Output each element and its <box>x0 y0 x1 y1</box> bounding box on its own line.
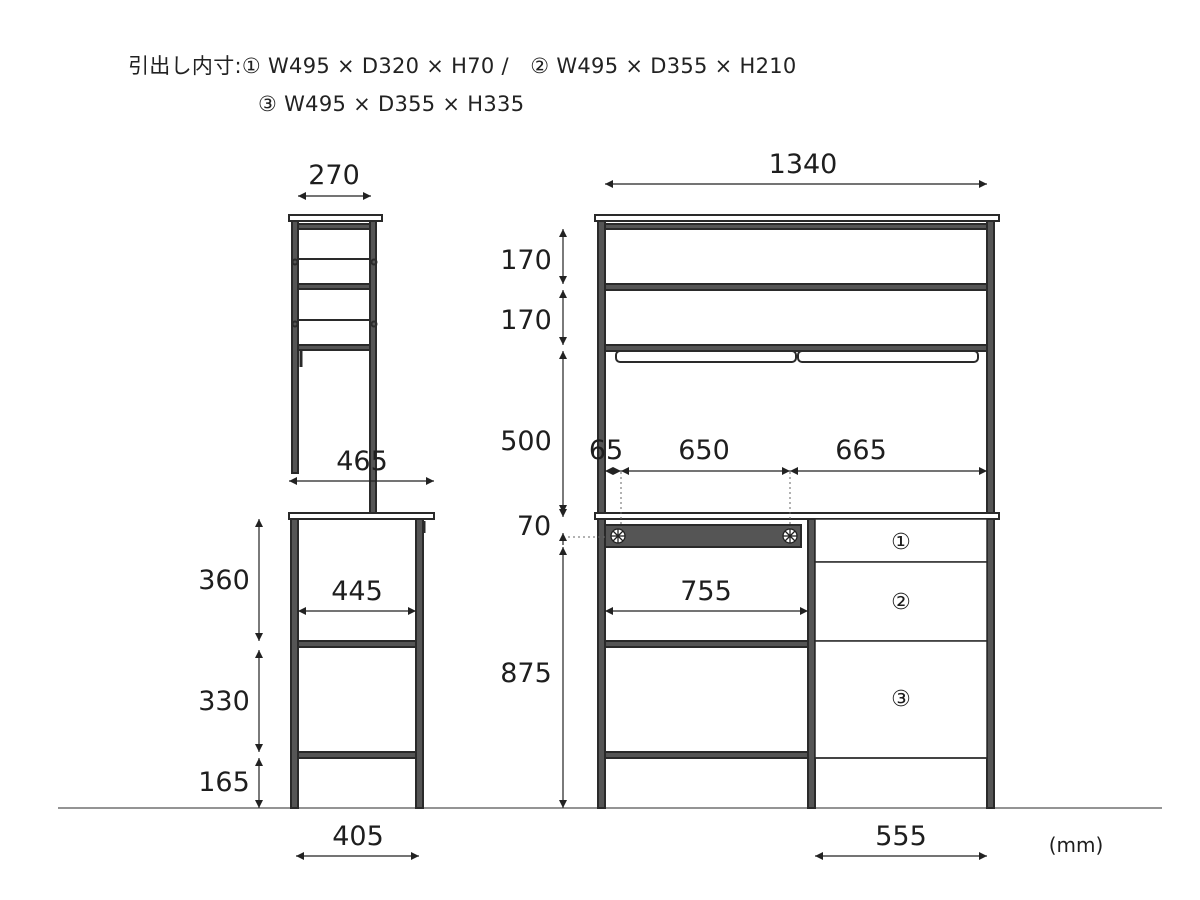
front-view <box>594 214 1000 809</box>
front-height-label: 170 <box>500 305 552 336</box>
bolt-icon <box>370 258 378 266</box>
front-drawer-width-label: 555 <box>875 821 927 852</box>
bolt-icon <box>370 320 378 328</box>
side-rail <box>297 344 371 351</box>
hanging-rail <box>797 350 979 363</box>
drawer-3 <box>814 640 988 759</box>
side-desk-rail <box>297 751 417 759</box>
front-top-board <box>594 214 1000 222</box>
leader-lines <box>563 472 791 538</box>
side-desk-post-back <box>415 518 424 809</box>
front-desk-rail <box>604 751 809 759</box>
side-height-label: 360 <box>198 565 250 596</box>
front-shelf <box>604 283 988 291</box>
front-span-label: 650 <box>678 435 730 466</box>
front-height-label: 70 <box>517 511 551 542</box>
unit-label: (mm) <box>1049 833 1104 857</box>
drawer-3-label: ③ <box>891 687 911 712</box>
side-rail <box>297 283 371 290</box>
side-top-depth-label: 270 <box>308 160 360 191</box>
front-shelf <box>604 344 988 352</box>
side-top-board <box>288 214 383 222</box>
side-rail <box>297 223 371 230</box>
drawer-dimensions-line-1: 引出し内寸:① W495 × D320 × H70 / ② W495 × D35… <box>128 54 797 78</box>
caster-icon <box>782 528 798 544</box>
front-height-label: 500 <box>500 426 552 457</box>
front-desk-post-mid <box>807 518 816 809</box>
side-base-depth-label: 405 <box>332 821 384 852</box>
front-span-label: 665 <box>835 435 887 466</box>
front-span-label: 65 <box>589 435 623 466</box>
side-desk-depth-label: 465 <box>336 446 388 477</box>
front-desk-top <box>594 512 1000 520</box>
front-height-label: 170 <box>500 245 552 276</box>
bolt-icon <box>291 320 299 328</box>
front-height-label: 875 <box>500 658 552 689</box>
front-desk-post-left <box>597 518 606 809</box>
front-total-width-label: 1340 <box>769 149 838 180</box>
side-height-label: 330 <box>198 686 250 717</box>
side-height-label: 165 <box>198 767 250 798</box>
side-desk-rail <box>297 640 417 648</box>
front-view-dimensions <box>559 180 987 860</box>
side-desk-post-front <box>290 518 299 809</box>
front-desk-post-right <box>986 518 995 809</box>
side-view <box>288 214 435 809</box>
front-desk-opening-label: 755 <box>680 576 732 607</box>
side-desk-top <box>288 512 435 520</box>
front-rail <box>604 223 988 230</box>
keyboard-tray <box>604 524 802 548</box>
drawer-1-label: ① <box>891 530 911 555</box>
caster-icon <box>610 528 626 544</box>
drawer-2-label: ② <box>891 590 911 615</box>
bolt-icon <box>291 258 299 266</box>
side-desk-inner-label: 445 <box>331 576 383 607</box>
front-hutch-post-left <box>597 220 606 514</box>
front-hutch-post-right <box>986 220 995 514</box>
hanging-rail <box>615 350 797 363</box>
side-view-dimensions <box>255 192 434 860</box>
front-desk-rail <box>604 640 809 648</box>
drawer-dimensions-line-2: ③ W495 × D355 × H335 <box>258 92 525 116</box>
